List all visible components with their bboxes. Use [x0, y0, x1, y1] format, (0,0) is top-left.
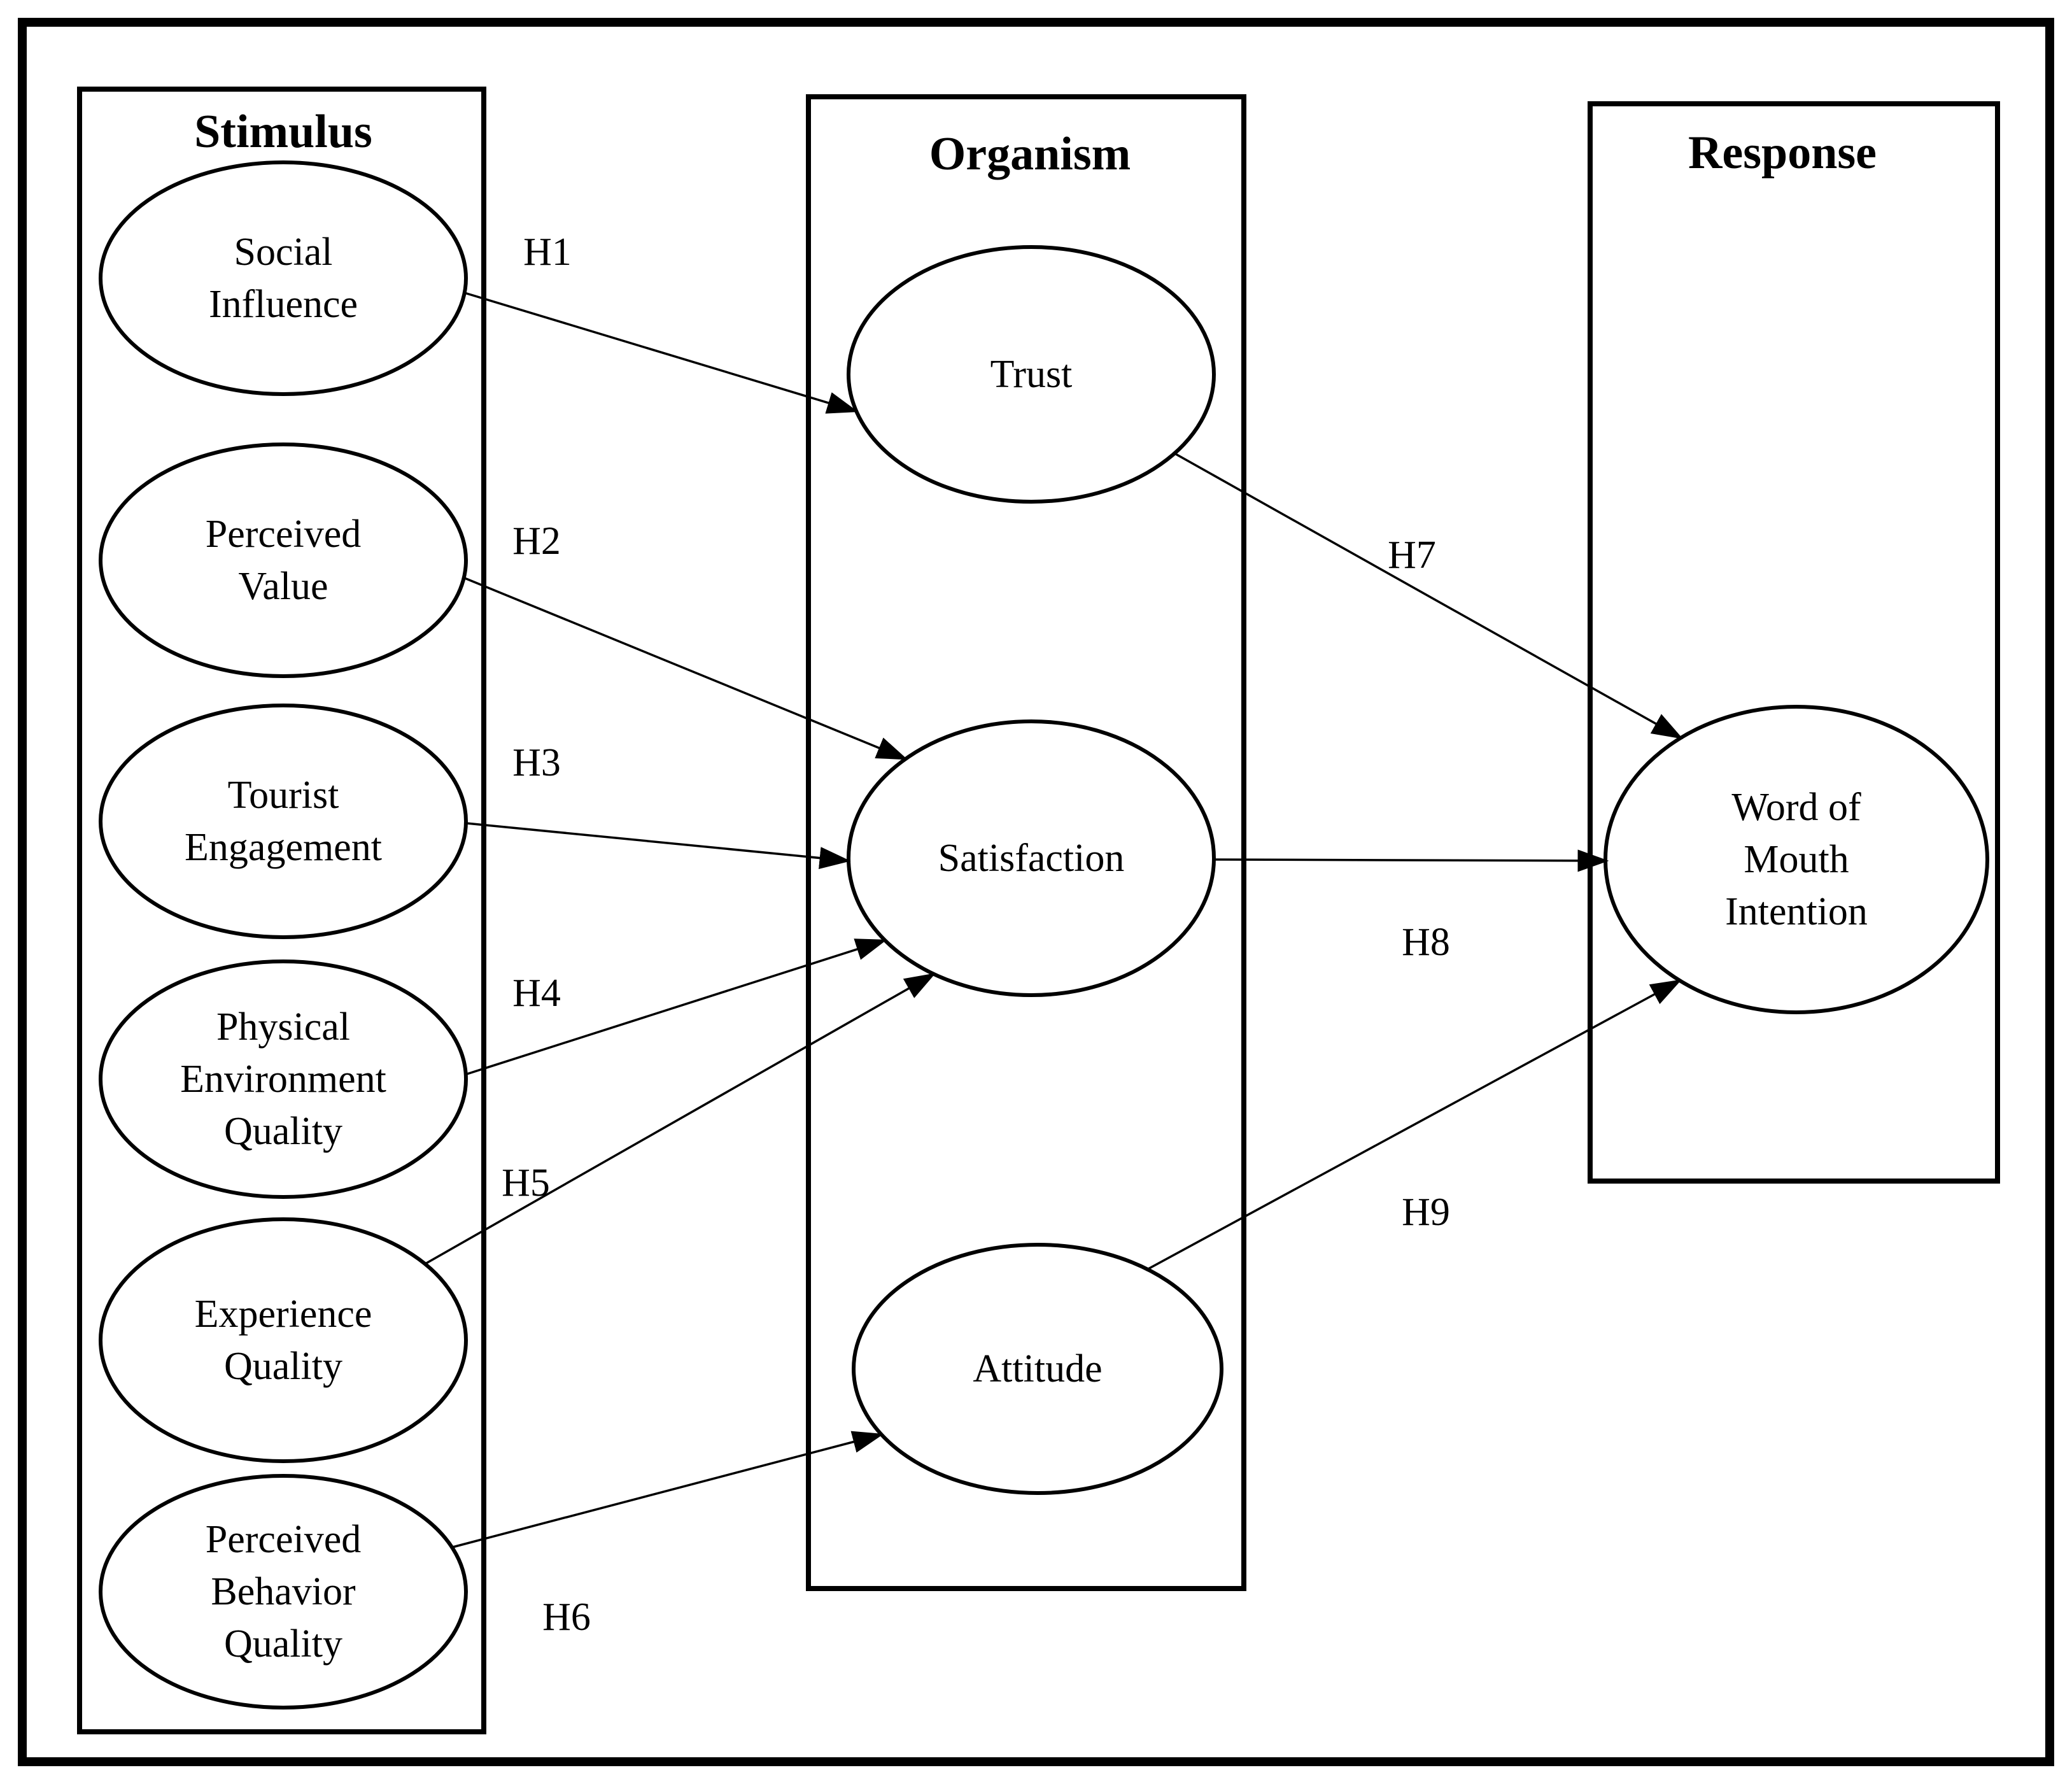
figure-outer-border — [18, 18, 2054, 1766]
node-ellipse-social-influence — [99, 160, 468, 396]
group-title-organism: Organism — [929, 128, 1131, 180]
edge-line-H4 — [464, 938, 887, 1076]
node-ellipse-tourist-engagement — [99, 704, 468, 939]
node-ellipse-physical-environment-quality — [99, 959, 468, 1199]
edge-label-H8: H8 — [1402, 921, 1450, 964]
edge-line-H2 — [464, 577, 908, 760]
edge-line-H1 — [464, 292, 859, 414]
node-label-satisfaction: Satisfaction — [938, 837, 1125, 880]
node-ellipse-perceived-value — [99, 442, 468, 678]
edge-line-H3 — [466, 822, 851, 869]
edge-line-H6 — [452, 1431, 884, 1548]
node-ellipse-attitude — [852, 1243, 1223, 1495]
group-box-response — [1588, 101, 2000, 1184]
group-box-organism — [806, 94, 1246, 1591]
edge-label-H5: H5 — [502, 1161, 550, 1205]
edge-line-H9 — [1145, 979, 1682, 1271]
edge-line-H5 — [425, 973, 936, 1265]
group-box-stimulus — [77, 87, 486, 1734]
edge-label-H4: H4 — [512, 972, 561, 1015]
node-ellipse-trust — [847, 245, 1216, 504]
edge-label-H2: H2 — [512, 520, 561, 563]
node-ellipse-perceived-behavior-quality — [99, 1474, 468, 1710]
group-title-response: Response — [1688, 127, 1877, 179]
node-label-attitude: Attitude — [973, 1347, 1102, 1391]
node-label-trust: Trust — [990, 353, 1073, 396]
edge-label-H3: H3 — [512, 741, 561, 784]
group-title-stimulus: Stimulus — [194, 106, 372, 158]
edge-label-H7: H7 — [1388, 534, 1436, 577]
edge-label-H1: H1 — [523, 230, 572, 274]
edge-line-H8 — [1213, 849, 1609, 872]
edge-label-H9: H9 — [1402, 1191, 1450, 1234]
edge-line-H7 — [1174, 452, 1684, 739]
node-ellipse-experience-quality — [99, 1217, 468, 1463]
edge-label-H6: H6 — [542, 1596, 591, 1639]
